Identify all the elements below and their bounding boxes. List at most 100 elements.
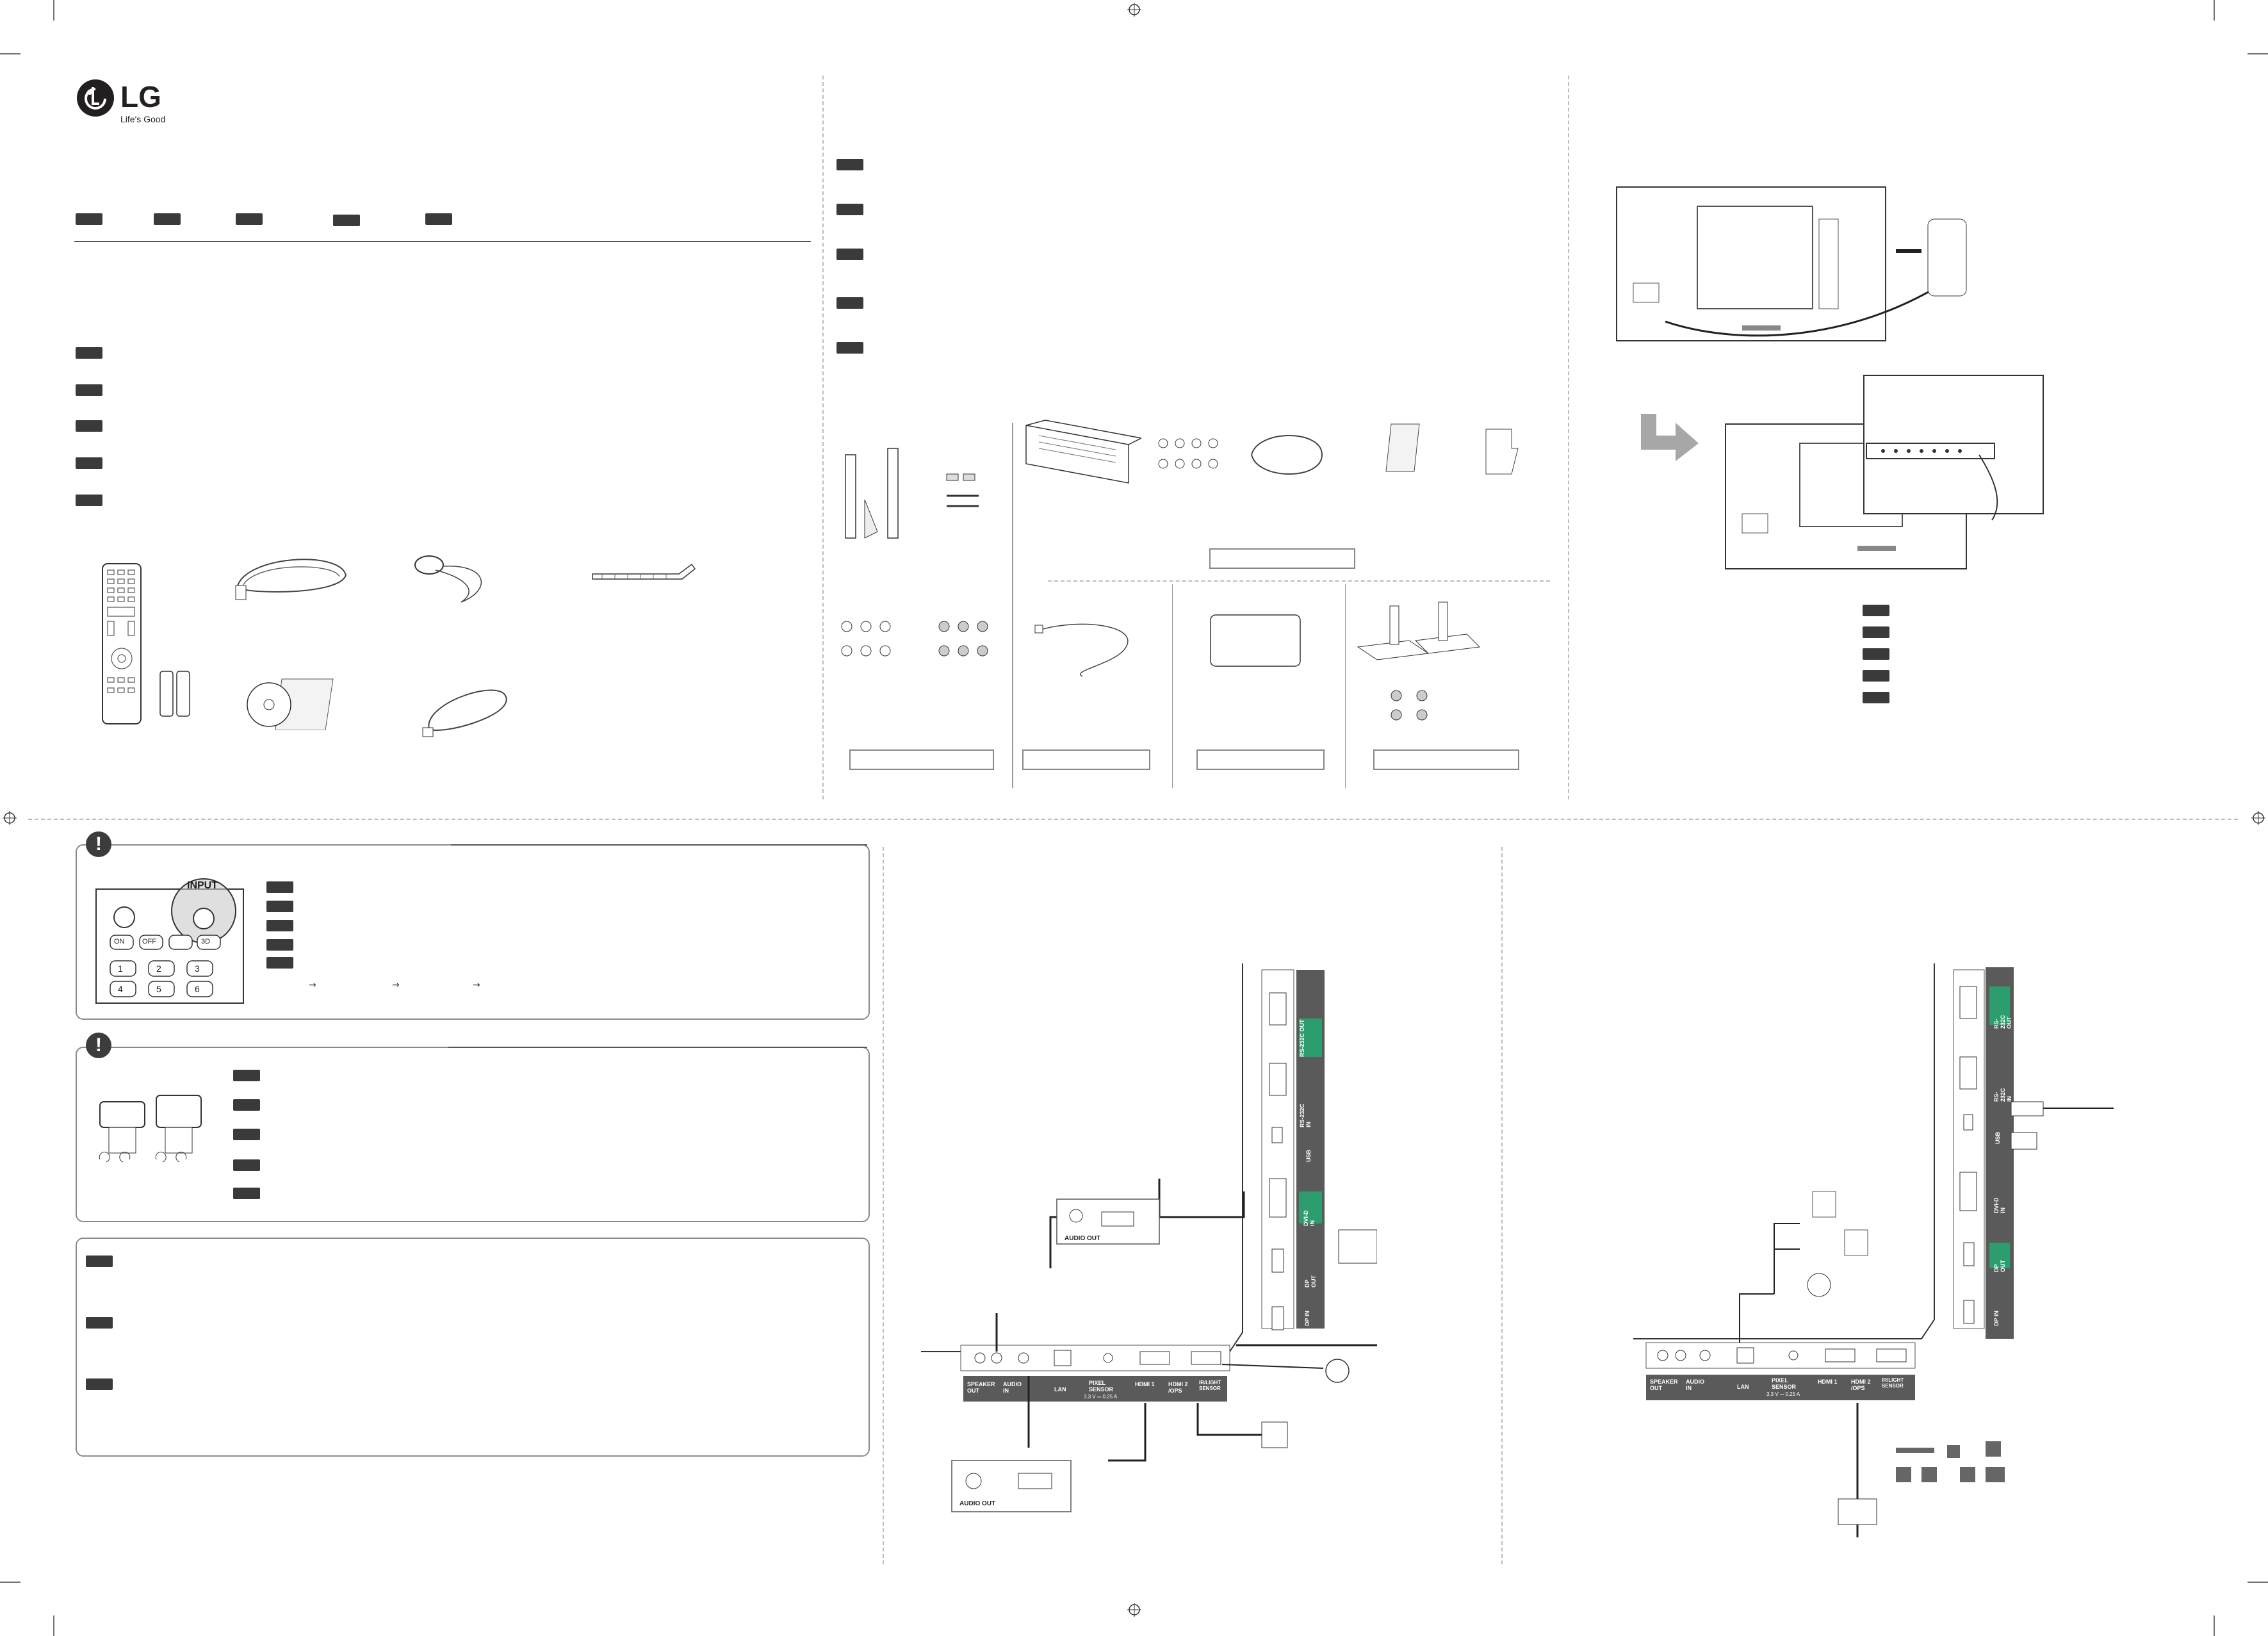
notice1-tab-2 <box>266 901 293 912</box>
lg-logo: LG Life's Good <box>76 76 229 127</box>
notice2-tab-4 <box>233 1159 260 1171</box>
remote-key-4: 4 <box>118 984 123 994</box>
cable-illustration-2 <box>1251 435 1323 475</box>
notice-rule-1 <box>451 844 867 846</box>
section-tab-4 <box>76 457 102 469</box>
section-tab-2 <box>76 384 102 396</box>
monitor-power-button-illustration <box>1725 375 2044 569</box>
bottom-ports-labels-2: SPEAKER OUT AUDIO IN LAN PIXEL SENSOR 3.… <box>1646 1375 1915 1400</box>
notice1-tab-3 <box>266 920 293 931</box>
remote-key-2: 2 <box>156 963 161 974</box>
remote-key-on: ON <box>114 938 125 945</box>
port-ir-light-sensor-2: IR/LIGHT SENSOR <box>1882 1377 1904 1389</box>
bottom-ports-labels-1: SPEAKER OUT AUDIO IN LAN PIXEL SENSOR 3.… <box>963 1377 1227 1403</box>
notice-rule-2 <box>448 1047 867 1048</box>
port-hdmi-1-2: HDMI 1 <box>1818 1378 1838 1385</box>
language-tab-5 <box>425 213 452 225</box>
remote-key-1: 1 <box>118 963 123 974</box>
fold-line-2 <box>1568 76 1569 799</box>
input-key-label: INPUT <box>187 880 218 891</box>
ir-sensor-illustration <box>414 555 482 603</box>
port-audio-in: AUDIO IN <box>1003 1381 1022 1394</box>
notice3-tab-1 <box>86 1256 113 1267</box>
header-rule <box>74 241 811 242</box>
accessory-caption-1 <box>1209 548 1355 569</box>
port-usb-2: USB <box>1995 1131 2001 1144</box>
port-rs232c-in-2: RS-232C IN <box>1993 1088 2012 1102</box>
panel2-tab-1 <box>836 159 863 170</box>
port-ir-light-sensor: IR/LIGHT SENSOR <box>1199 1380 1221 1391</box>
port-lan-2: LAN <box>1737 1384 1749 1390</box>
notice3-tab-3 <box>86 1378 113 1390</box>
stand-screws-illustration <box>1391 690 1428 721</box>
lg-face-icon <box>77 79 114 117</box>
registration-mark-bottom <box>1127 1603 1141 1617</box>
language-tab-3 <box>236 213 263 225</box>
warning-icon-1: ! <box>86 831 111 857</box>
notice2-tab-3 <box>233 1129 260 1140</box>
port-speaker-out: SPEAKER OUT <box>967 1381 995 1394</box>
notice3-tab-2 <box>86 1317 113 1329</box>
accessory-caption-5 <box>1373 749 1519 770</box>
fold-line-3 <box>883 847 884 1564</box>
port-dp-in-2: DP IN <box>1993 1311 2000 1326</box>
panel2-tab-4 <box>836 297 863 309</box>
cd-manual-illustration <box>247 678 334 730</box>
notice-box-connector <box>76 1047 870 1222</box>
usb-cable-illustration <box>422 689 507 737</box>
remote-input-closeup-illustration <box>95 878 244 1004</box>
panel2-tab-2 <box>836 204 863 215</box>
remote-key-6: 6 <box>195 984 200 994</box>
panel3-tab-3 <box>1863 648 1889 660</box>
remote-control-illustration <box>102 563 190 724</box>
connector-screws-illustration <box>99 1095 202 1163</box>
screws-illustration-3 <box>938 621 988 657</box>
port-speaker-out-2: SPEAKER OUT <box>1650 1378 1678 1391</box>
notice1-tab-5 <box>266 957 293 969</box>
language-tab-4 <box>333 215 360 226</box>
panel3-tab-5 <box>1863 692 1889 703</box>
sensor-cable-illustration <box>1034 623 1129 677</box>
port-dp-in: DP IN <box>1304 1311 1310 1326</box>
monitor-back-power-illustration <box>1616 186 1967 341</box>
fold-line-horizontal <box>28 819 2238 820</box>
screws-illustration-2 <box>841 621 891 657</box>
accessory-caption-2 <box>849 749 994 770</box>
quick-card-illustration <box>1385 423 1420 472</box>
remote-key-off: OFF <box>142 938 156 945</box>
arrow-down-right-icon <box>1641 414 1699 461</box>
remote-key-3: 3 <box>195 963 200 974</box>
port-dvi-d-in-2: DVI-D IN <box>1993 1197 2006 1214</box>
panel2-tab-5 <box>836 342 863 354</box>
port-pixel-sensor-2: PIXEL SENSOR <box>1772 1377 1797 1390</box>
notice2-tab-1 <box>233 1070 260 1081</box>
panel3-tab-2 <box>1863 626 1889 638</box>
power-cord-illustration <box>235 559 347 600</box>
media-player-box-illustration <box>1025 420 1141 484</box>
panel3-tab-4 <box>1863 670 1889 682</box>
pixel-sensor-spec: 3.3 V ⎓ 0.25 A <box>1084 1394 1118 1400</box>
audio-out-label: AUDIO OUT <box>1065 1235 1101 1242</box>
section-tab-3 <box>76 420 102 432</box>
port-rs232c-out: RS-232C OUT <box>1299 1019 1305 1057</box>
brand-tagline: Life's Good <box>120 114 166 124</box>
cable-tie-illustration <box>592 563 696 580</box>
notice-box-plain <box>76 1238 870 1457</box>
accessory-caption-4 <box>1196 749 1325 770</box>
fold-line-4 <box>1501 847 1503 1564</box>
fold-line-1 <box>822 76 824 799</box>
notice2-tab-5 <box>233 1188 260 1199</box>
remote-key-5: 5 <box>156 984 161 994</box>
notice1-tab-1 <box>266 881 293 893</box>
notice1-tab-4 <box>266 939 293 951</box>
registration-mark-top <box>1127 3 1141 17</box>
side-ports-labels-2: RS-232C OUT RS-232C IN USB DVI-D IN DP O… <box>1986 967 2014 1339</box>
warning-icon-2: ! <box>86 1033 111 1058</box>
stand-illustration <box>1357 601 1481 660</box>
sequence-arrow-1: → <box>309 980 316 990</box>
panel2-tab-3 <box>836 249 863 260</box>
sequence-arrow-3: → <box>473 980 480 990</box>
language-tab-1 <box>76 213 102 225</box>
port-lan: LAN <box>1054 1386 1066 1393</box>
